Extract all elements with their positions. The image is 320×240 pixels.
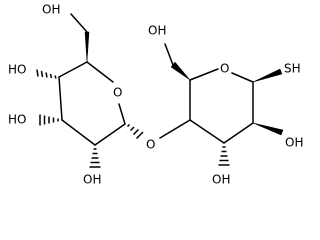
wedge-right-c5-c6 [170,61,191,81]
label-left-c6-oh: OH [42,3,60,17]
bond-left-c5-ringO [86,61,114,83]
label-left-ring-o: O [113,86,122,100]
label-right-ring-o: O [220,62,229,76]
bond-left-c3-c4 [58,76,63,121]
right-ring [159,43,284,166]
label-right-c6-oh: OH [148,24,166,38]
bond-left-c2-c3 [61,119,96,146]
bond-right-c5-ringO [189,68,219,81]
wedge-left-c5-c6 [84,31,90,63]
bond-right-c3-c4 [189,119,225,144]
bond-right-ringO-c1 [231,72,254,83]
label-right-c2-oh: OH [285,136,303,150]
label-right-c3-oh: OH [212,173,230,187]
bond-right-c6-oh [164,43,174,66]
wedge-right-c1-sh [252,68,283,83]
bond-left-c1-c2 [94,123,126,146]
hash-right-c3-oh [218,146,230,166]
hash-left-c3-oh [39,114,59,126]
hash-left-c2-oh [89,148,101,168]
structure-drawing: OH HO HO OH O O OH O SH OH OH [8,3,303,187]
hash-left-c1-glycoO [126,123,144,140]
label-left-c3-ho: HO [8,113,26,127]
bond-glycoO-right-c4 [159,119,191,139]
label-glycosidic-o: O [146,138,155,152]
label-sh: SH [284,62,301,76]
wedge-right-c2-oh [252,122,284,136]
hash-left-c4-oh [36,69,57,79]
bond-left-c4-c5 [58,61,88,78]
label-left-c4-ho: HO [8,63,26,77]
atom-labels: OH HO HO OH O O OH O SH OH OH [8,3,303,187]
bond-right-c2-c3 [223,122,254,144]
bond-left-ringO-c1 [118,103,126,125]
disaccharide-structure: OH HO HO OH O O OH O SH OH OH [8,3,303,187]
label-left-c2-oh: OH [83,173,101,187]
bond-left-c6-oh [70,13,88,33]
left-ring [36,13,144,168]
